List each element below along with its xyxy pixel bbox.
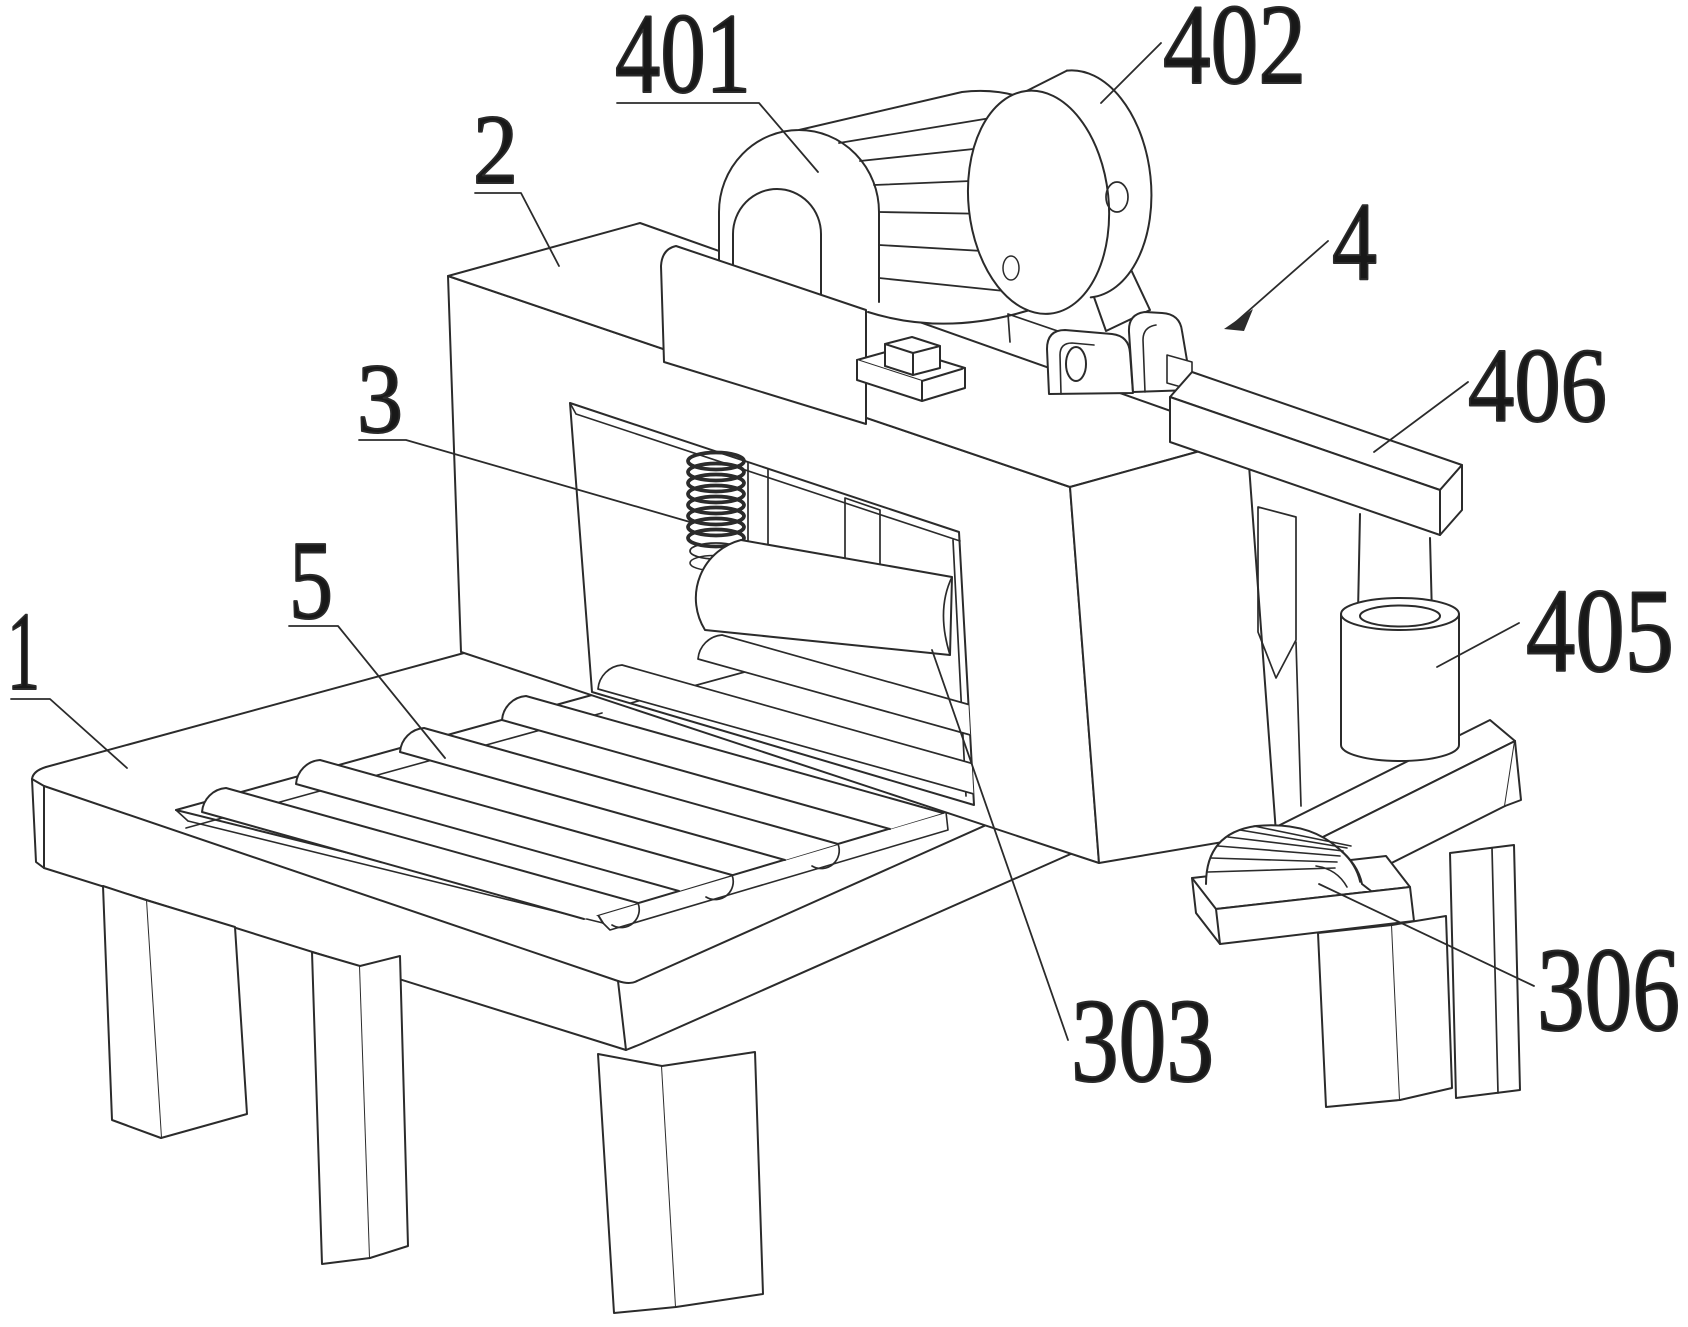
svg-text:405: 405 bbox=[1526, 564, 1674, 697]
svg-text:3: 3 bbox=[357, 343, 403, 454]
svg-text:306: 306 bbox=[1537, 923, 1680, 1056]
svg-text:303: 303 bbox=[1071, 974, 1214, 1107]
svg-text:4: 4 bbox=[1332, 180, 1377, 304]
svg-text:2: 2 bbox=[473, 94, 518, 205]
svg-text:5: 5 bbox=[289, 519, 333, 643]
svg-text:402: 402 bbox=[1163, 0, 1306, 108]
svg-text:401: 401 bbox=[615, 0, 751, 117]
svg-text:1: 1 bbox=[7, 590, 40, 714]
svg-text:406: 406 bbox=[1468, 327, 1607, 444]
